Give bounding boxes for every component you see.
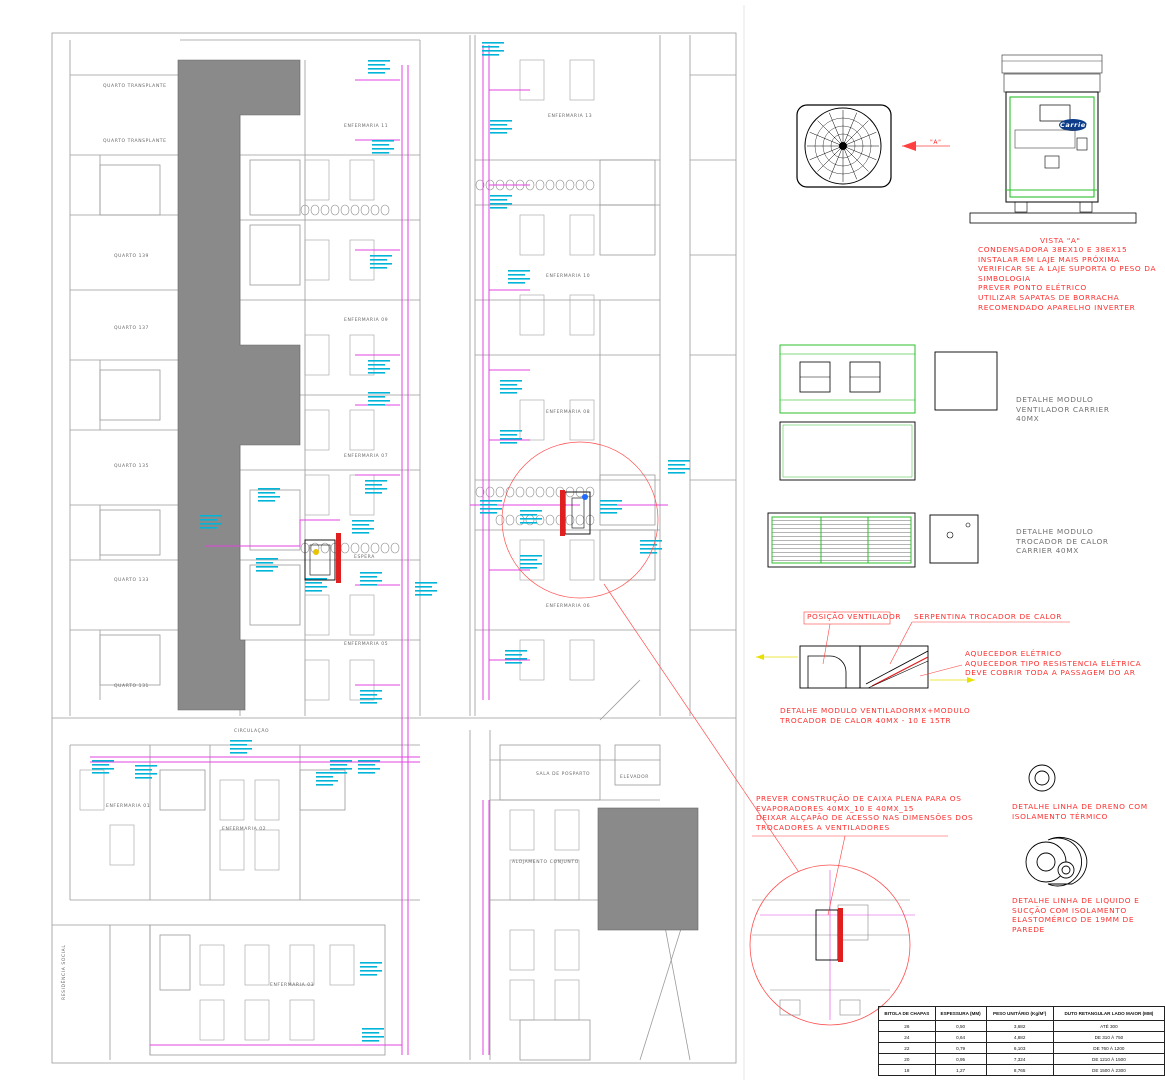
table-cell: 0,95: [934, 1053, 987, 1065]
room-label: ENFERMARIA 10: [546, 274, 591, 279]
room-label: ESPERA: [354, 555, 375, 560]
table-cell: DE 760 À 1200: [1052, 1042, 1165, 1054]
table-cell: 18: [878, 1064, 936, 1076]
duct-lines: [90, 45, 668, 1055]
table-cell: 8,765: [985, 1064, 1054, 1076]
condenser-fan-top-view: [796, 104, 892, 188]
table-header-row: BITOLA DE CHAPAS ESPESSURA (MM) PESO UNI…: [878, 1006, 1165, 1021]
zoom-content: [752, 870, 915, 1020]
posicao-ventilador-label: POSIÇÃO VENTILADOR: [807, 612, 902, 621]
table-cell: 0,79: [934, 1042, 987, 1054]
serpentina-label: SERPENTINA TROCADOR DE CALOR: [914, 612, 1062, 621]
room-label: SALA DE POSPARTO: [536, 772, 591, 777]
table-cell: 0,64: [934, 1031, 987, 1043]
table-header: PESO UNITÁRIO (Kg/M²): [985, 1006, 1054, 1021]
detail-circle-plan: [501, 441, 659, 599]
ventilador-module: [779, 344, 998, 481]
room-label: ENFERMARIA 02: [222, 827, 267, 832]
room-label: QUARTO 133: [114, 578, 150, 583]
dreno-section: [1028, 764, 1056, 792]
room-label: ELEVADOR: [620, 775, 649, 780]
table-cell: DE 1500 À 2300: [1052, 1064, 1165, 1076]
room-label: ENFERMARIA 13: [548, 114, 593, 119]
table-header: DUTO RETANGULAR LADO MAIOR (MM): [1052, 1006, 1165, 1021]
vista-a-title: VISTA "A": [1040, 236, 1081, 245]
table-cell: 0,50: [934, 1020, 987, 1032]
condenser-side-view: [969, 54, 1137, 224]
beds: [79, 59, 595, 1041]
table-cell: DE 1210 À 1500: [1052, 1053, 1165, 1065]
table-cell: 4,882: [985, 1031, 1054, 1043]
room-label: QUARTO 135: [114, 464, 150, 469]
room-label: ENFERMARIA 01: [106, 804, 151, 809]
room-label: QUARTO 137: [114, 326, 150, 331]
room-label: ENFERMARIA 11: [344, 124, 389, 129]
room-label: QUARTO TRANSPLANTE: [103, 84, 167, 89]
room-label: ENFERMARIA 06: [546, 604, 591, 609]
table-cell: 20: [878, 1053, 936, 1065]
liquido-section: [1025, 836, 1088, 887]
caixa-plena-note: PREVER CONSTRUÇÃO DE CAIXA PLENA PARA OS…: [756, 794, 974, 832]
table-cell: 22: [878, 1042, 936, 1054]
room-label: ENFERMARIA 07: [344, 454, 389, 459]
table-cell: 6,103: [985, 1042, 1054, 1054]
table-cell: 1,27: [934, 1064, 987, 1076]
room-label: QUARTO 139: [114, 254, 150, 259]
gray-shaft: [177, 59, 301, 711]
arrow-a: [902, 141, 950, 151]
table-cell: ATÉ 300: [1052, 1020, 1165, 1032]
table-header: ESPESSURA (MM): [934, 1006, 987, 1021]
trocador-module: [767, 512, 979, 568]
carrier-logo: Carrier: [1060, 121, 1090, 129]
room-label: ENFERMARIA 09: [344, 318, 389, 323]
room-label: ENFERMARIA 05: [344, 642, 389, 647]
room-label: CIRCULAÇÃO: [234, 729, 270, 734]
plan-equipment: [304, 490, 591, 583]
table-cell: 26: [878, 1020, 936, 1032]
arrow-a-label: "A": [930, 139, 942, 146]
table-cell: DE 310 À 750: [1052, 1031, 1165, 1043]
room-label: ENFERMARIA 08: [546, 410, 591, 415]
table-cell: 7,324: [985, 1053, 1054, 1065]
room-label: QUARTO 131: [114, 684, 150, 689]
sheet-gauge-table: BITOLA DE CHAPAS ESPESSURA (MM) PESO UNI…: [878, 1006, 1165, 1076]
room-label: ALOJAMENTO CONJUNTO: [512, 860, 579, 865]
table-cell: 3,682: [985, 1020, 1054, 1032]
room-label: ENFERMARIA 03: [270, 983, 315, 988]
combo-module: [756, 611, 1070, 689]
chair-rows: [300, 179, 595, 554]
table-cell: 24: [878, 1031, 936, 1043]
table-header: BITOLA DE CHAPAS: [878, 1006, 936, 1021]
duct-annotations: [92, 42, 690, 1042]
room-label: QUARTO TRANSPLANTE: [103, 139, 167, 144]
room-label: RESIDÊNCIA SOCIAL: [62, 944, 67, 1000]
gray-shaft-lower: [597, 807, 699, 931]
